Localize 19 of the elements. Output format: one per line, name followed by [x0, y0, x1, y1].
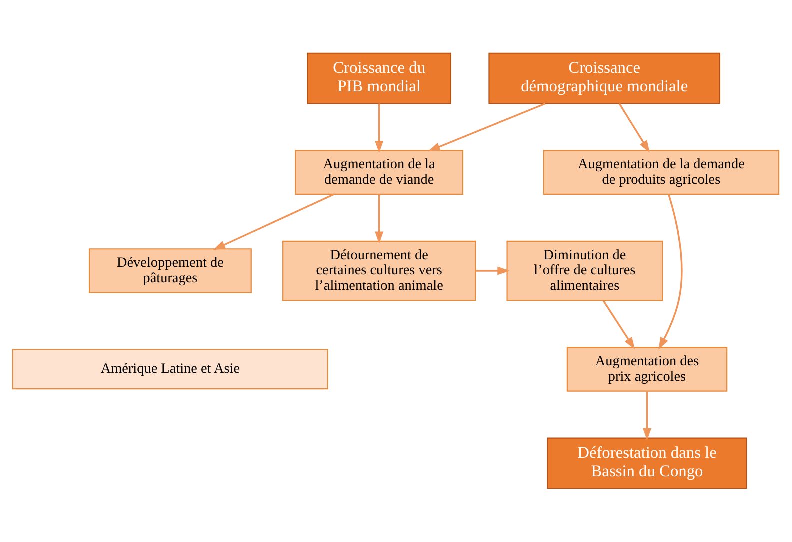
node-box: Augmentation de la demande de produits agricoles: [543, 150, 780, 195]
arrow: [213, 194, 334, 250]
arrow: [476, 266, 510, 276]
arrow: [602, 300, 636, 350]
node-box: Développement de pâturages: [88, 248, 252, 294]
node-box: Augmentation de la demande de viande: [295, 150, 464, 195]
node-box: Amérique Latine et Asie: [12, 349, 328, 390]
arrow: [618, 103, 650, 153]
node-box: Diminution de l’offre de cultures alimentaires: [506, 240, 664, 302]
arrow: [658, 194, 683, 350]
node-box: Croissance du PIB mondial: [307, 52, 452, 104]
arrow: [428, 102, 546, 152]
arrow: [642, 391, 652, 441]
node-box: Croissance démographique mondiale: [488, 52, 721, 104]
node-box: Détournement de certaines cultures vers l’alimentation animale: [282, 240, 476, 302]
arrow: [375, 194, 384, 244]
arrow: [375, 104, 384, 154]
node-box: Déforestation dans le Bassin du Congo: [547, 438, 748, 490]
node-box: Augmentation des prix agricoles: [566, 347, 728, 392]
